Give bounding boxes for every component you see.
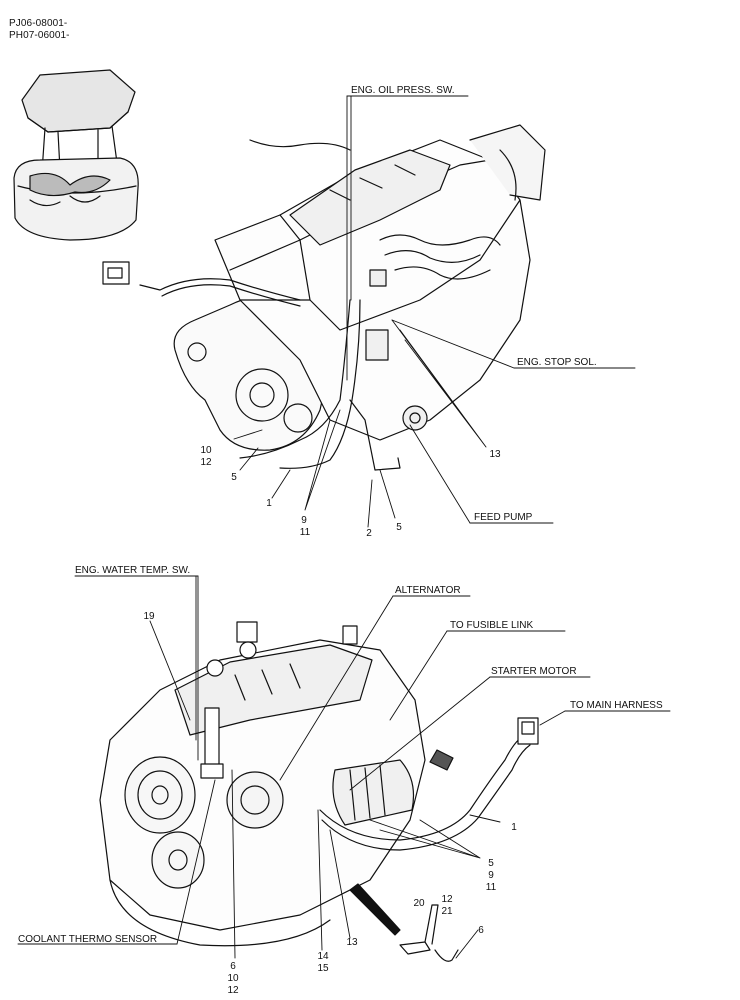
label-alternator: ALTERNATOR [395,585,461,596]
part-num-6-right: 6 [478,925,484,936]
part-num-1-upper: 1 [266,498,272,509]
part-num-19: 19 [143,611,155,622]
part-num-9-upper: 9 [301,515,307,526]
label-to-main-harness: TO MAIN HARNESS [570,700,663,711]
part-num-12-lower: 12 [441,894,453,905]
part-num-1-lower: 1 [511,822,517,833]
part-num-5-upper-left: 5 [231,472,237,483]
machine-location-thumbnail [13,69,139,241]
part-num-5-upper-right: 5 [396,522,402,533]
label-starter-motor: STARTER MOTOR [491,666,577,677]
part-num-21: 21 [441,906,453,917]
label-eng-water-temp-sw: ENG. WATER TEMP. SW. [75,565,191,576]
part-num-15: 15 [317,963,329,974]
part-num-2-upper: 2 [366,528,372,539]
serial-range-2: PH07-06001- [9,30,70,41]
serial-range-1: PJ06-08001- [9,18,68,29]
part-num-9-lower: 9 [488,870,494,881]
label-feed-pump: FEED PUMP [474,512,533,523]
part-num-6-bottom: 6 [230,961,236,972]
part-num-12-bottom: 12 [227,985,239,996]
label-coolant-thermo-sensor: COOLANT THERMO SENSOR [18,934,158,945]
label-eng-stop-sol: ENG. STOP SOL. [517,357,597,368]
part-num-10-upper: 10 [200,445,212,456]
label-eng-oil-press-sw: ENG. OIL PRESS. SW. [351,85,455,96]
part-num-10-bottom: 10 [227,973,239,984]
part-num-5-lower: 5 [488,858,494,869]
label-to-fusible-link: TO FUSIBLE LINK [450,620,534,631]
part-num-12-upper: 12 [200,457,212,468]
upper-engine-drawing [102,124,546,471]
part-num-11-lower: 11 [485,882,497,893]
part-num-13-lower: 13 [346,937,358,948]
lower-engine-drawing [99,621,539,962]
part-num-13-upper: 13 [489,449,501,460]
part-num-14: 14 [317,951,329,962]
part-num-20: 20 [413,898,425,909]
part-num-11-upper: 11 [299,527,311,538]
